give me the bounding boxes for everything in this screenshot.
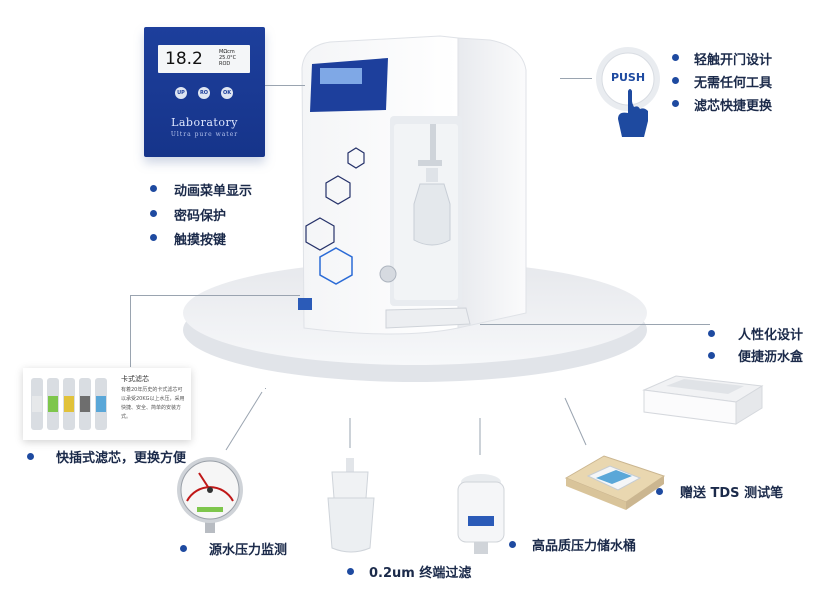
- ro-button[interactable]: RO: [198, 87, 210, 99]
- connector-line: [130, 295, 300, 296]
- feature-animated-menu: 动画菜单显示: [174, 184, 253, 199]
- push-label: PUSH: [610, 71, 646, 84]
- up-button[interactable]: UP: [175, 87, 187, 99]
- filter-caption: 快插式滤芯，更换方便: [56, 451, 187, 466]
- bullet-dot: [150, 210, 157, 217]
- filter-card-desc: 有着20年历史的卡式滤芯可以承受20KG以上水压，采用快捷、安全、简单的安装方式…: [121, 387, 185, 420]
- feature-drip-box: 便捷沥水盒: [738, 350, 804, 365]
- panel-brand: Laboratory: [171, 116, 238, 129]
- connector-line: [560, 78, 592, 79]
- bullet-dot: [150, 185, 157, 192]
- bullet-dot: [672, 100, 679, 107]
- feature-touch-door: 轻触开门设计: [694, 53, 773, 68]
- filter-info-card: 卡式滤芯 有着20年历史的卡式滤芯可以承受20KG以上水压，采用快捷、安全、简单…: [23, 368, 191, 440]
- panel-brand-sub: Ultra pure water: [170, 131, 239, 138]
- bullet-dot: [656, 488, 663, 495]
- display-unit: MΩcm: [219, 49, 235, 55]
- bullet-dot: [150, 234, 157, 241]
- control-panel-closeup: 18.2 MΩcm 25.0°C ROD UP RO OK Laboratory…: [144, 27, 265, 157]
- bullet-dot: [180, 545, 187, 552]
- tds-pen-illustration: [560, 448, 666, 512]
- pressure-tank-illustration: [454, 470, 508, 560]
- display-unit-block: MΩcm 25.0°C ROD: [219, 49, 236, 67]
- lcd-screen: 18.2 MΩcm 25.0°C ROD: [158, 45, 250, 73]
- bullet-dot: [708, 352, 715, 359]
- connector-line: [265, 85, 305, 86]
- feature-password: 密码保护: [174, 209, 227, 224]
- display-extra: ROD: [219, 61, 231, 67]
- display-value: 18.2: [165, 49, 203, 69]
- connector-line: [130, 295, 131, 367]
- final-filter-illustration: [322, 458, 380, 558]
- tank-caption: 高品质压力储水桶: [532, 539, 637, 554]
- drip-box-illustration: [636, 372, 766, 428]
- feature-touch-keys: 触摸按键: [174, 233, 227, 248]
- tds-caption: 赠送 TDS 测试笔: [680, 486, 784, 501]
- pressure-gauge-illustration: [175, 455, 245, 535]
- bullet-dot: [672, 54, 679, 61]
- bullet-dot: [509, 541, 516, 548]
- display-temp: 25.0°C: [219, 55, 237, 61]
- final-filter-caption: 0.2um 终端过滤: [369, 566, 472, 581]
- bullet-dot: [347, 568, 354, 575]
- bullet-dot: [672, 77, 679, 84]
- push-button-illustration: PUSH: [588, 45, 670, 145]
- connector-line: [480, 324, 710, 325]
- bullet-dot: [708, 330, 715, 337]
- feature-humanized: 人性化设计: [738, 328, 804, 343]
- feature-no-tools: 无需任何工具: [694, 76, 773, 91]
- bullet-dot: [27, 453, 34, 460]
- gauge-caption: 源水压力监测: [209, 543, 288, 558]
- connector-line: [265, 388, 266, 389]
- ok-button[interactable]: OK: [221, 87, 233, 99]
- feature-quick-filter: 滤芯快捷更换: [694, 99, 773, 114]
- water-purifier-machine: [290, 28, 530, 348]
- filter-card-title: 卡式滤芯: [121, 375, 149, 383]
